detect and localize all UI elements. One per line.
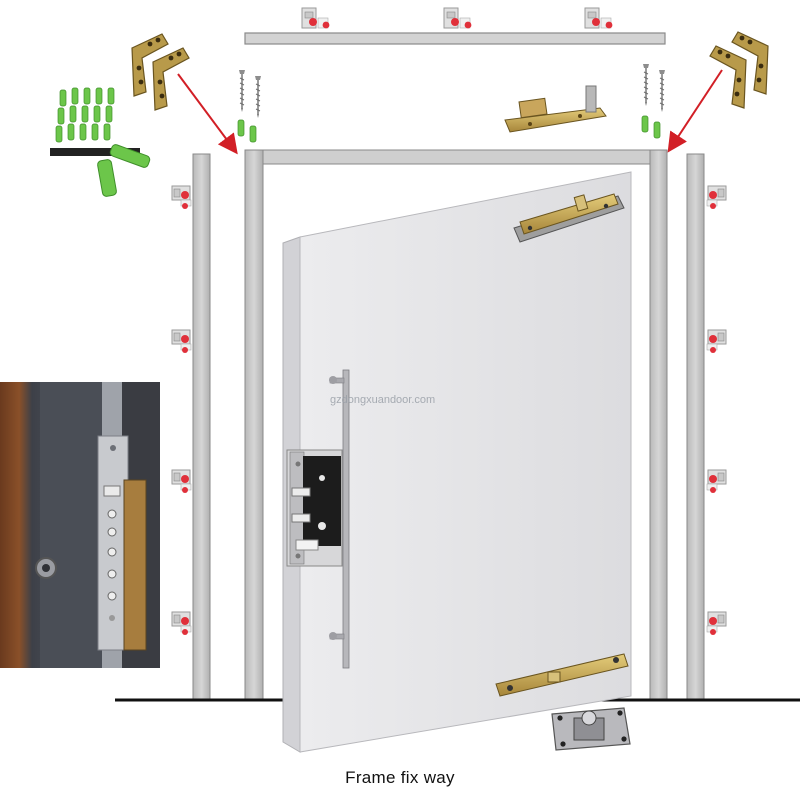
pivot-hinge-icon bbox=[495, 653, 629, 697]
right-outer-post bbox=[686, 153, 705, 700]
arrow-right bbox=[667, 69, 723, 153]
wall-plug-icon bbox=[50, 87, 151, 197]
left-outer-post bbox=[192, 153, 211, 700]
top-frame-piece bbox=[244, 7, 666, 45]
watermark: gzdongxuandoor.com bbox=[330, 394, 436, 406]
l-bracket-icon bbox=[131, 33, 190, 111]
diagram-caption: Frame fix way bbox=[345, 768, 455, 787]
door-frame bbox=[244, 149, 668, 701]
mortise-lock-icon bbox=[286, 449, 343, 567]
pull-handle bbox=[329, 369, 350, 669]
l-bracket-icon bbox=[709, 31, 769, 109]
arrow-left bbox=[177, 73, 238, 155]
pivot-hinge-icon bbox=[504, 85, 607, 133]
floor-plate-icon bbox=[551, 707, 631, 751]
lock-photo bbox=[0, 382, 160, 668]
screw-icon bbox=[237, 69, 262, 143]
screw-icon bbox=[641, 63, 666, 139]
pivot-hinge-icon bbox=[513, 193, 625, 243]
